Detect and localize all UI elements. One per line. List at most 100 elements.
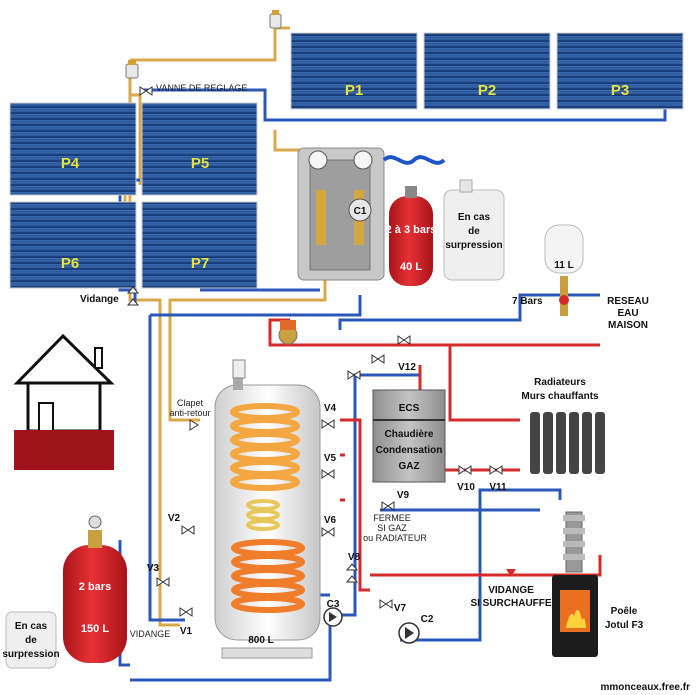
valve-v12: V12 (347, 335, 416, 380)
pump-c2-label: C2 (421, 614, 434, 625)
valve-v3-label: V3 (147, 563, 160, 574)
pump-c2: C2 (398, 614, 434, 644)
jerrycan-top-line1: En cas (458, 212, 491, 223)
reseau-line3: MAISON (608, 320, 648, 331)
valve-v9: V9 (381, 490, 410, 511)
valve-v5-label: V5 (324, 453, 337, 464)
jerrycan-bottom-line2: de (25, 635, 37, 646)
jerrycan-bottom: En cas de surpression (2, 611, 60, 669)
v9-note-line3: ou RADIATEUR (363, 533, 427, 543)
overheat-line1: VIDANGE (488, 585, 534, 596)
check-valve: Clapet anti-retour (169, 398, 211, 431)
tank-lower-coil (231, 539, 305, 613)
cold-pipes (118, 88, 667, 682)
valve-v10: V10 (457, 465, 475, 493)
pump-c3: C3 (323, 599, 343, 627)
radiator: Radiateurs Murs chauffants (521, 377, 605, 474)
panel-label-p2: P2 (478, 82, 496, 99)
vessel150-pressure-label: 2 bars (79, 581, 111, 593)
overheat-drain-label: VIDANGE SI SURCHAUFFE (470, 569, 552, 609)
pump-c3-label: C3 (327, 599, 340, 610)
stove-line1: Poêle (611, 606, 638, 617)
valve-v2: V2 (168, 513, 195, 535)
reseau-line2: EAU (617, 308, 638, 319)
v9-note: FERMEE SI GAZ ou RADIATEUR (363, 513, 427, 543)
solar-panel-p2: P2 (423, 32, 551, 110)
valve-v1-label: V1 (180, 626, 193, 637)
valve-v10-label: V10 (457, 482, 475, 493)
drain-top-label: Vidange (80, 294, 119, 305)
jerrycan-top-line3: surpression (445, 240, 502, 251)
valve-v12-label: V12 (398, 362, 416, 373)
reseau-line1: RESEAU (607, 296, 649, 307)
clapet-line2: anti-retour (169, 408, 210, 418)
stove-line2: Jotul F3 (605, 620, 644, 631)
valve-v7-label: V7 (394, 603, 407, 614)
valve-v8: V8 (345, 552, 361, 583)
solar-panel-p1: P1 (290, 32, 418, 110)
credit-label: mmonceaux.free.fr (601, 682, 691, 693)
jerrycan-bottom-line3: surpression (2, 649, 59, 660)
wood-stove: Poêle Jotul F3 (552, 511, 644, 657)
c1-label: C1 (354, 206, 367, 217)
mixing-valve (278, 320, 298, 345)
expansion-vessel-150l: 2 bars 150 L (63, 515, 127, 663)
expansion-vessel-40l: 2 à 3 bars 40 L (386, 186, 437, 286)
valve-v7: V7 (379, 599, 407, 614)
boiler-line1: Chaudière (385, 429, 434, 440)
regulation-valve: VANNE DE REGLAGE (139, 83, 247, 96)
hot-pipes (268, 318, 602, 592)
air-vent-left (125, 60, 139, 79)
panel-label-p7: P7 (191, 255, 209, 272)
jerrycan-top-line2: de (468, 226, 480, 237)
tank-middle-coil (246, 499, 280, 531)
panel-label-p5: P5 (191, 155, 209, 172)
regulation-valve-label: VANNE DE REGLAGE (156, 83, 247, 93)
valve-v6: V6 (321, 515, 337, 537)
expansion-vessel-11l: 11 L (544, 224, 584, 316)
pressure-7bars-label: 7 Bars (512, 296, 543, 307)
vessel-11l-label: 11 L (554, 260, 573, 271)
valve-v1: V1 (179, 607, 193, 637)
valve-v5: V5 (321, 453, 337, 479)
boiler-line3: GAZ (398, 461, 419, 472)
valve-v3: V3 (147, 563, 170, 587)
jerrycan-top: En cas de surpression (443, 179, 505, 281)
storage-tank-800l: 800 L (214, 359, 321, 659)
tank-upper-coil (230, 403, 300, 491)
gas-boiler: ECS Chaudière Condensation GAZ (372, 389, 446, 483)
vessel-volume-label: 40 L (400, 261, 422, 273)
solar-panel-p3: P3 (556, 32, 684, 110)
valve-v11: V11 (489, 465, 507, 493)
valve-v4-label: V4 (324, 403, 337, 414)
radiator-line2: Murs chauffants (521, 391, 599, 402)
tank-volume-label: 800 L (248, 635, 274, 646)
solar-panel-p5: P5 (141, 102, 258, 196)
panel-label-p6: P6 (61, 255, 79, 272)
solar-panel-p6: P6 (9, 201, 137, 289)
connection-hose (382, 155, 446, 165)
drain-valve-top: Vidange (80, 286, 140, 306)
ecs-label: ECS (399, 403, 420, 414)
air-vent-top (269, 10, 282, 29)
v9-note-line2: SI GAZ (377, 523, 407, 533)
overheat-line2: SI SURCHAUFFE (470, 598, 551, 609)
panel-label-p1: P1 (345, 82, 363, 99)
jerrycan-bottom-line1: En cas (15, 621, 48, 632)
vessel150-volume-label: 150 L (81, 623, 109, 635)
valve-v8-label: V8 (348, 552, 361, 563)
drain-bottom-label: VIDANGE (130, 629, 171, 639)
solar-pump-station-c1: C1 (297, 147, 385, 281)
valve-v11-label: V11 (489, 482, 507, 493)
vessel-pressure-label: 2 à 3 bars (386, 224, 437, 236)
boiler-line2: Condensation (376, 445, 443, 456)
house-icon (13, 333, 115, 470)
valve-v6-label: V6 (324, 515, 337, 526)
solar-panel-p7: P7 (141, 201, 258, 289)
valve-v4: V4 (321, 403, 337, 429)
clapet-line1: Clapet (177, 398, 204, 408)
v9-note-line1: FERMEE (373, 513, 411, 523)
valve-v2-label: V2 (168, 513, 181, 524)
house-water-network-label: RESEAU EAU MAISON (607, 296, 649, 331)
